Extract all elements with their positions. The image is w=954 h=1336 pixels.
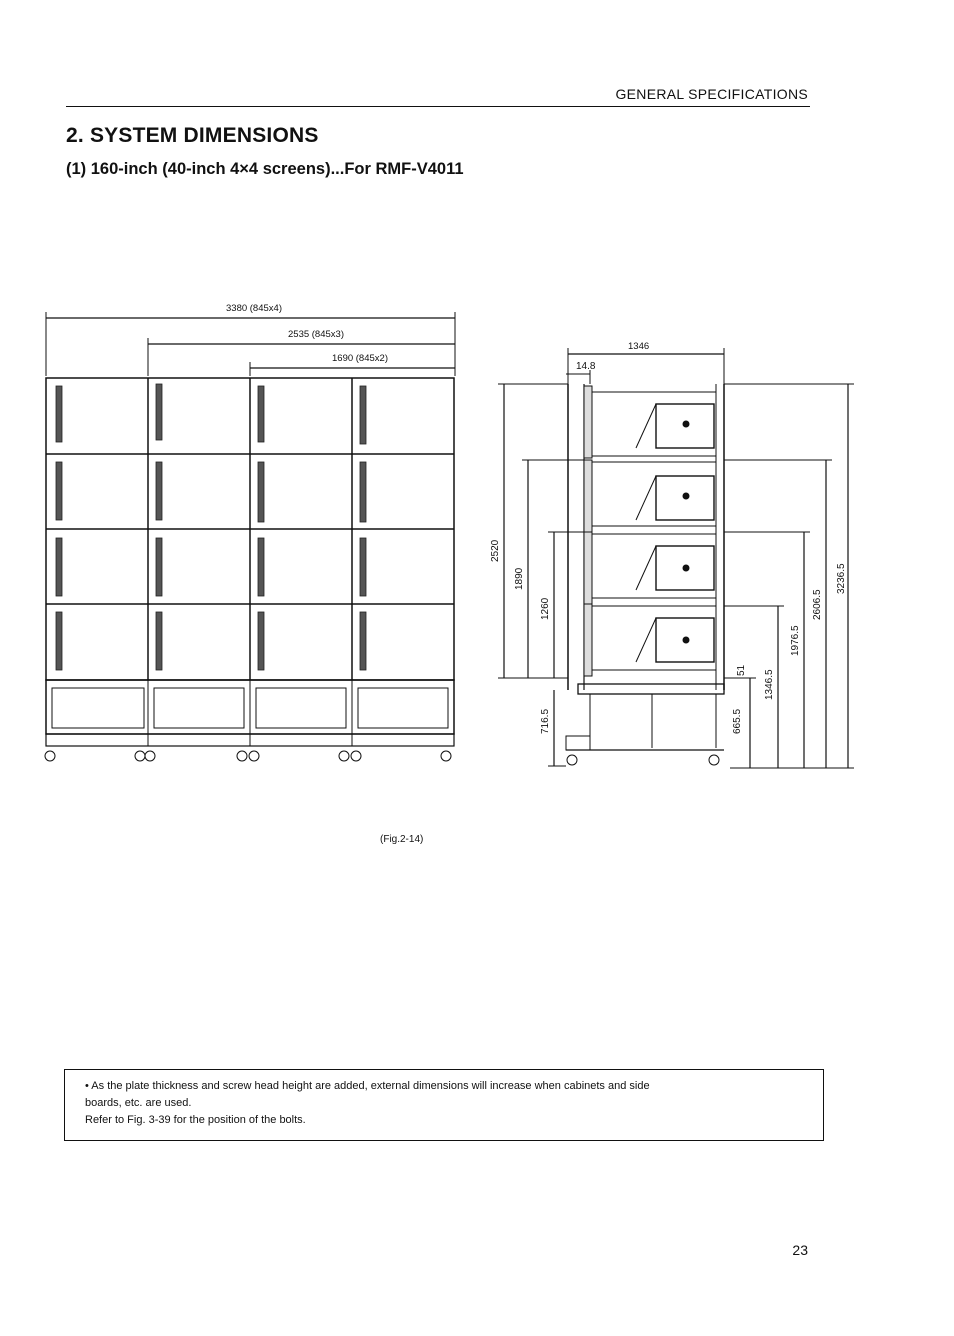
note-line-1: • As the plate thickness and screw head …	[85, 1080, 650, 1092]
running-header: GENERAL SPECIFICATIONS	[615, 86, 808, 102]
dim-1890: 1890	[514, 567, 525, 590]
note-line-2: boards, etc. are used.	[85, 1097, 192, 1109]
note-line-3: Refer to Fig. 3-39 for the position of t…	[85, 1114, 306, 1126]
figure-caption: (Fig.2-14)	[380, 834, 424, 845]
vent-grilles	[55, 383, 367, 671]
note-box: • As the plate thickness and screw head …	[64, 1069, 824, 1141]
dim-1976-5: 1976.5	[790, 625, 801, 656]
dim-51: 51	[736, 664, 747, 676]
front-view	[44, 312, 456, 762]
subsection-title: (1) 160-inch (40-inch 4×4 screens)...For…	[66, 160, 464, 178]
dim-1260: 1260	[540, 597, 551, 620]
dim-3236-5: 3236.5	[836, 563, 847, 594]
header-rule	[66, 106, 810, 107]
dim-1346-5: 1346.5	[764, 669, 775, 700]
dim-665-5: 665.5	[732, 709, 743, 734]
dim-three-width: 2535 (845x3)	[288, 329, 344, 340]
page-number: 23	[792, 1242, 808, 1258]
section-title: 2. SYSTEM DIMENSIONS	[66, 124, 319, 147]
dim-depth: 1346	[628, 341, 649, 352]
dim-two-width: 1690 (845x2)	[332, 353, 388, 364]
dim-2520: 2520	[490, 539, 501, 562]
dim-offset: 14.8	[576, 361, 596, 372]
dim-2606-5: 2606.5	[812, 589, 823, 620]
dim-716-5: 716.5	[540, 709, 551, 734]
side-view	[498, 348, 854, 769]
system-dimensions-figure: 3380 (845x4) 2535 (845x3) 1690 (845x2) 1…	[44, 303, 854, 769]
dim-total-width: 3380 (845x4)	[226, 303, 282, 314]
